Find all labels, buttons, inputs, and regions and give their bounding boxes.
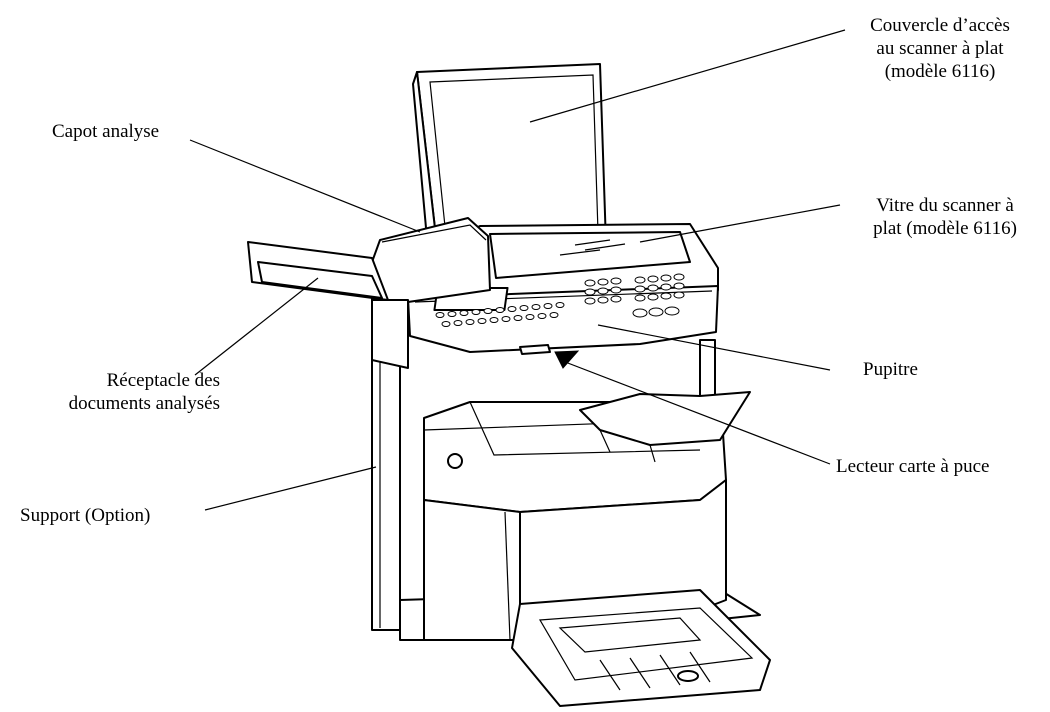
label-vitre-line2: plat (modèle 6116) <box>873 218 1017 239</box>
label-couvercle-line1: Couvercle d’accès <box>870 15 1010 36</box>
scanner-lid <box>412 63 607 251</box>
leader-capot <box>189 139 421 233</box>
printer-body <box>423 391 751 641</box>
label-receptacle-line2: documents analysés <box>68 393 220 414</box>
label-pupitre: Pupitre <box>863 358 918 381</box>
label-support: Support (Option) <box>20 504 150 527</box>
leader-couvercle <box>529 29 846 123</box>
label-vitre-line1: Vitre du scanner à <box>876 195 1014 216</box>
leader-receptacle <box>194 277 319 376</box>
label-couvercle-line2: au scanner à plat <box>876 38 1004 59</box>
label-receptacle-line1: Réceptacle des <box>106 370 220 391</box>
document-feeder <box>247 217 491 369</box>
label-receptacle: Réceptacle des documents analysés <box>8 369 220 415</box>
label-pupitre-line1: Pupitre <box>863 359 918 380</box>
leader-pupitre <box>597 324 831 371</box>
keypad-keys <box>435 273 685 327</box>
label-capot: Capot analyse <box>52 120 159 143</box>
paper-tray <box>511 589 771 707</box>
label-capot-line1: Capot analyse <box>52 121 160 142</box>
label-vitre: Vitre du scanner à plat (modèle 6116) <box>840 194 1050 240</box>
leader-lecteur <box>559 359 831 465</box>
label-couvercle: Couvercle d’accès au scanner à plat (mod… <box>840 14 1040 83</box>
leader-vitre <box>639 204 841 243</box>
leader-support <box>204 466 377 511</box>
label-support-line1: Support (Option) <box>20 505 151 526</box>
label-couvercle-line3: (modèle 6116) <box>884 61 996 82</box>
label-lecteur-line1: Lecteur carte à puce <box>836 456 990 477</box>
label-lecteur: Lecteur carte à puce <box>836 455 989 478</box>
callout-leaders <box>189 29 846 511</box>
